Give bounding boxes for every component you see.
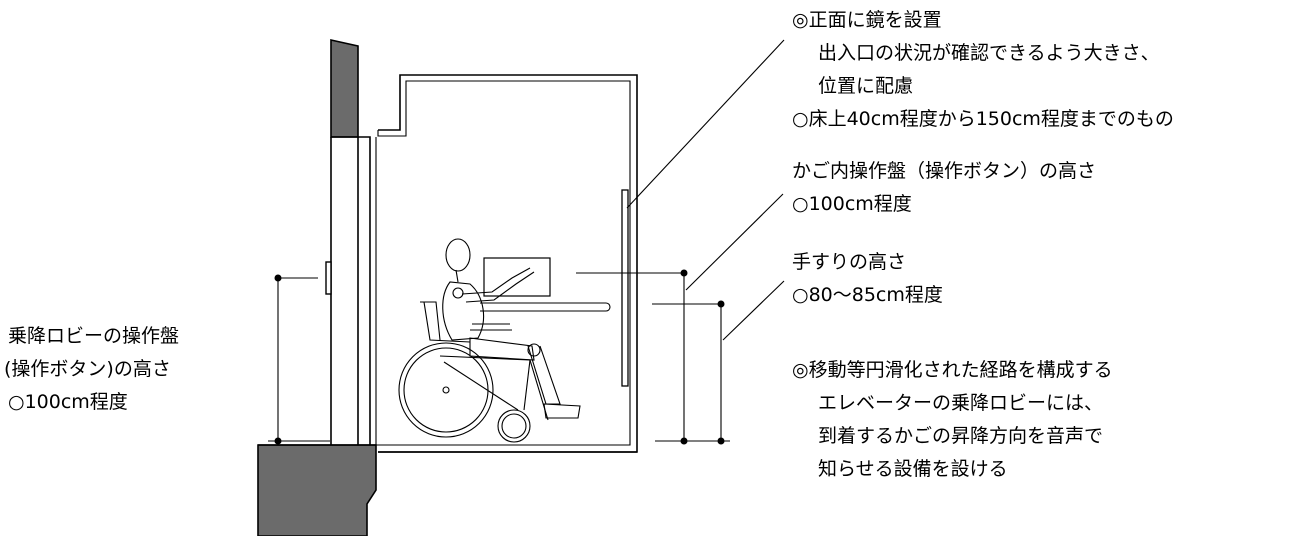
announcement-line3: 到着するかごの昇降方向を音声で — [818, 425, 1103, 447]
mirror-line4: ○床上40cm程度から150cm程度までのもの — [792, 108, 1174, 130]
lobby-panel-line1: 乗降ロビーの操作盤 — [8, 325, 179, 347]
lobby-panel-annotation: 乗降ロビーの操作盤 (操作ボタン)の高さ ○100cm程度 — [4, 325, 179, 413]
hall-button-panel — [325, 261, 332, 295]
wheelchair-user — [442, 238, 581, 419]
lobby-panel-dimension — [268, 274, 330, 445]
mirror-leader — [626, 39, 785, 209]
handrail-dimension — [652, 300, 725, 445]
elevator-car — [376, 74, 638, 453]
car-panel-leader — [685, 193, 784, 291]
handrail — [480, 302, 611, 312]
handrail-title: 手すりの高さ — [792, 251, 906, 273]
handrail-leader — [722, 280, 785, 341]
handrail-value: ○80～85cm程度 — [792, 284, 943, 306]
mirror-annotation: ◎正面に鏡を設置 出入口の状況が確認できるよう大きさ、 位置に配慮 ○床上40c… — [792, 9, 1174, 130]
mirror-line2: 出入口の状況が確認できるよう大きさ、 — [818, 42, 1160, 64]
car-panel-value: ○100cm程度 — [792, 193, 912, 215]
announcement-line2: エレベーターの乗降ロビーには、 — [818, 392, 1103, 414]
mirror — [621, 189, 629, 387]
announcement-annotation: ◎移動等円滑化された経路を構成する エレベーターの乗降ロビーには、 到着するかご… — [792, 359, 1113, 480]
announcement-line4: 知らせる設備を設ける — [818, 458, 1008, 480]
mirror-line3: 位置に配慮 — [818, 75, 913, 97]
shaft-wall — [257, 39, 377, 536]
car-panel-annotation: かご内操作盤（操作ボタン）の高さ ○100cm程度 — [792, 160, 1096, 215]
car-panel-title: かご内操作盤（操作ボタン）の高さ — [792, 160, 1096, 182]
wheelchair — [398, 301, 549, 443]
car-panel-dimension — [576, 269, 730, 445]
lobby-panel-value: ○100cm程度 — [8, 391, 128, 413]
lobby-panel-line2: (操作ボタン)の高さ — [4, 358, 171, 380]
announcement-line1: ◎移動等円滑化された経路を構成する — [792, 359, 1113, 381]
mirror-title: ◎正面に鏡を設置 — [792, 9, 942, 31]
handrail-annotation: 手すりの高さ ○80～85cm程度 — [792, 251, 943, 306]
